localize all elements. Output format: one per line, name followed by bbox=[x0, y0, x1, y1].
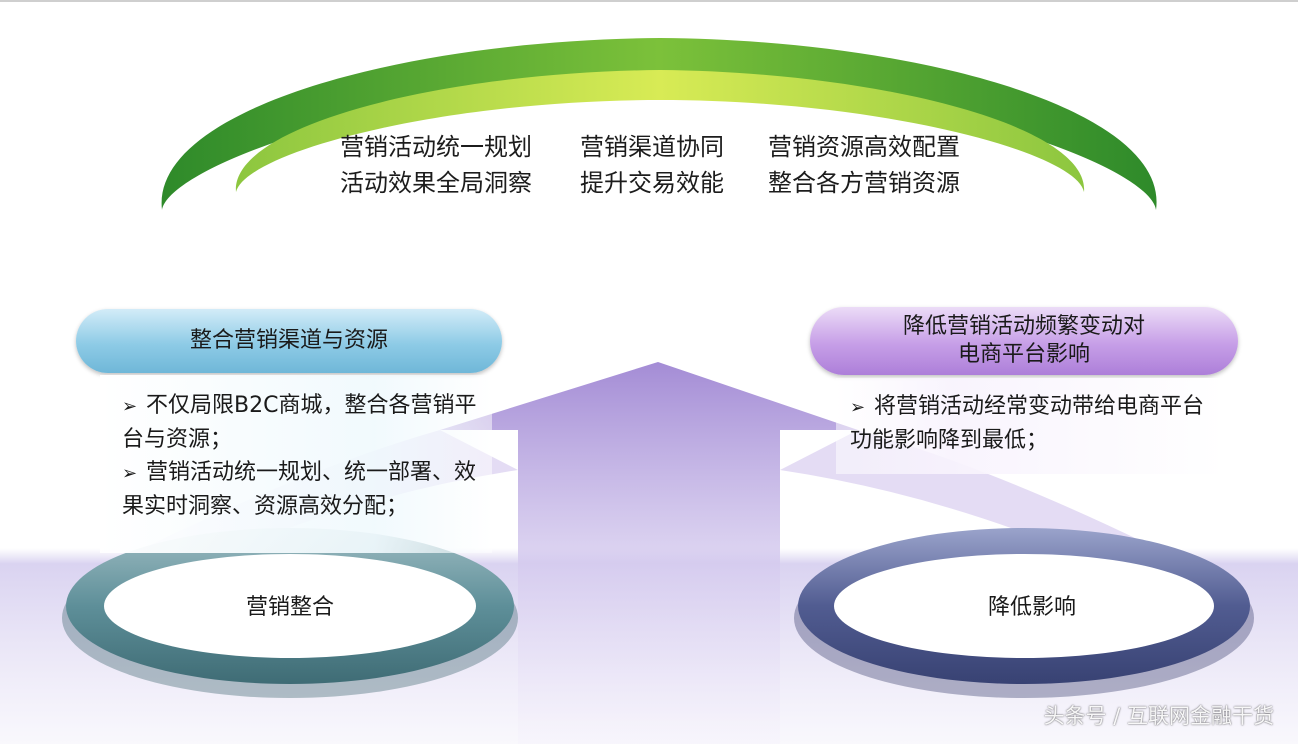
left-bullet-panel: ➢不仅局限B2C商城，整合各营销平台与资源； ➢营销活动统一规划、统一部署、效果… bbox=[100, 375, 492, 553]
right-heading: 降低营销活动频繁变动对电商平台影响 bbox=[902, 314, 1145, 367]
arc-column-2: 营销渠道协同 提升交易效能 bbox=[580, 129, 724, 201]
right-bullet-1-text: 将营销活动经常变动带给电商平台功能影响降到最低； bbox=[850, 394, 1205, 453]
inner-yellow-arc bbox=[235, 70, 1085, 192]
left-bullet-2: ➢营销活动统一规划、统一部署、效果实时洞察、资源高效分配； bbox=[122, 456, 478, 523]
right-bullet-1: ➢将营销活动经常变动带给电商平台功能影响降到最低； bbox=[850, 390, 1216, 457]
bullet-arrow-icon: ➢ bbox=[850, 397, 866, 418]
left-bullet-1-text: 不仅局限B2C商城，整合各营销平台与资源； bbox=[122, 393, 477, 452]
right-heading-pill: 降低营销活动频繁变动对电商平台影响 bbox=[810, 307, 1238, 375]
right-bullet-panel: ➢将营销活动经常变动带给电商平台功能影响降到最低； bbox=[836, 378, 1226, 474]
arc-col2-line1: 营销渠道协同 bbox=[580, 133, 724, 161]
arc-col1-line1: 营销活动统一规划 bbox=[340, 133, 532, 161]
left-bullet-2-text: 营销活动统一规划、统一部署、效果实时洞察、资源高效分配； bbox=[122, 460, 477, 519]
left-heading: 整合营销渠道与资源 bbox=[189, 328, 388, 353]
arc-column-3: 营销资源高效配置 整合各方营销资源 bbox=[768, 129, 960, 201]
arc-col3-line2: 整合各方营销资源 bbox=[768, 169, 960, 197]
up-arrow bbox=[440, 362, 858, 744]
arc-column-1: 营销活动统一规划 活动效果全局洞察 bbox=[340, 129, 532, 201]
right-ring-hole bbox=[834, 554, 1214, 658]
left-ring-label: 营销整合 bbox=[245, 595, 334, 620]
left-bullet-1: ➢不仅局限B2C商城，整合各营销平台与资源； bbox=[122, 389, 478, 456]
left-ring-hole bbox=[104, 554, 476, 658]
right-ring-label: 降低影响 bbox=[987, 595, 1076, 620]
arc-col3-line1: 营销资源高效配置 bbox=[768, 133, 960, 161]
watermark: 头条号 / 互联网金融干货 bbox=[1043, 704, 1274, 728]
bullet-arrow-icon: ➢ bbox=[122, 463, 138, 484]
arc-col2-line2: 提升交易效能 bbox=[580, 169, 724, 197]
arc-col1-line2: 活动效果全局洞察 bbox=[340, 169, 532, 197]
bullet-arrow-icon: ➢ bbox=[122, 396, 138, 417]
outer-green-arc bbox=[161, 38, 1157, 210]
left-heading-pill: 整合营销渠道与资源 bbox=[76, 309, 502, 373]
